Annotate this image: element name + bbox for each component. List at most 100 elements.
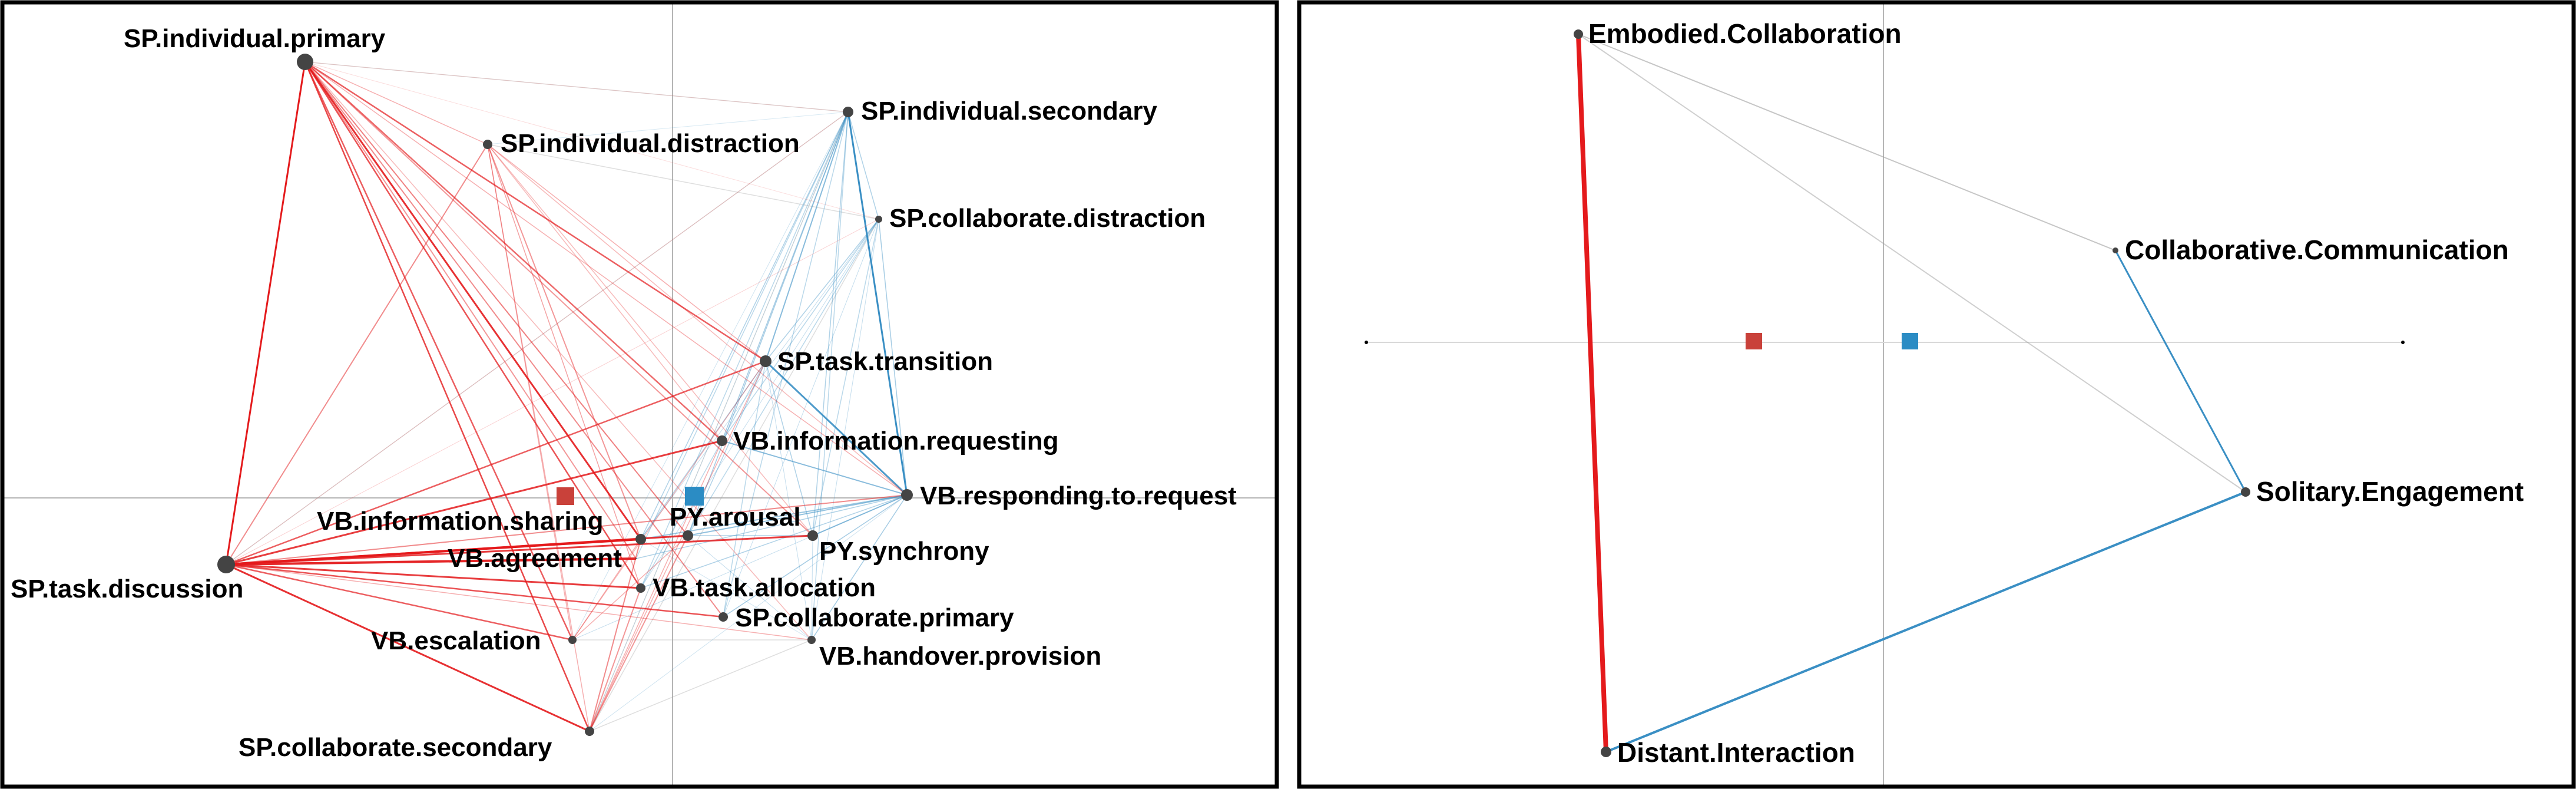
node-collaborative-communication (2113, 247, 2118, 253)
edge-red-sp-collaborate-secondary-to-vb-task-allocation (589, 587, 641, 732)
edge-red-sp-task-discussion-to-vb-agreement (226, 557, 637, 566)
edge-blue-sp-task-transition-to-py-synchrony (765, 361, 813, 536)
label-vb-information-sharing: VB.information.sharing (317, 507, 603, 536)
edge-grey-sp-task-discussion-to-sp-individual-secondary (226, 111, 849, 565)
label-collaborative-communication: Collaborative.Communication (2125, 235, 2509, 265)
node-sp-individual-secondary (843, 107, 853, 117)
edge-red-vb-escalation-to-vb-information-sharing (572, 539, 641, 641)
edge-red-sp-task-discussion-to-vb-task-allocation (226, 563, 641, 589)
node-vb-escalation (568, 636, 577, 644)
edge-embodied-collaboration-to-solitary-engagement (1578, 34, 2246, 493)
node-distant-interaction (1601, 747, 1611, 757)
left-panel-frame (0, 0, 1279, 789)
edge-blue-sp-individual-secondary-to-sp-collaborate-distraction (847, 111, 879, 220)
edge-blue-sp-task-transition-to-vb-handover-provision (765, 361, 812, 641)
label-solitary-engagement: Solitary.Engagement (2256, 476, 2524, 507)
edge-red-sp-individual-primary-to-vb-task-allocation (304, 61, 642, 589)
edge-red-sp-individual-primary-to-sp-collaborate-primary (304, 61, 724, 618)
node-embodied-collaboration (1574, 29, 1583, 39)
edge-red-vb-escalation-to-sp-task-transition (572, 361, 766, 641)
edge-red-sp-task-discussion-to-sp-individual-distraction (226, 144, 488, 565)
edge-red-sp-task-discussion-to-sp-collaborate-distraction (226, 219, 879, 565)
label-py-arousal: PY.arousal (670, 503, 801, 531)
edge-red-sp-collaborate-secondary-to-py-arousal (589, 535, 688, 732)
right-network-panel: Embodied.CollaborationCollaborative.Comm… (1297, 0, 2576, 789)
edge-blue-vb-responding-to-request-to-vb-information-requesting (721, 440, 908, 496)
edge-blue-sp-individual-secondary-to-py-arousal (687, 111, 849, 536)
edge-blue-sp-individual-secondary-to-vb-information-requesting (721, 111, 849, 441)
label-sp-collaborate-secondary: SP.collaborate.secondary (239, 733, 552, 762)
edge-red-sp-task-discussion-to-vb-handover-provision (226, 564, 812, 641)
edge-red-sp-individual-primary-to-sp-collaborate-secondary (304, 61, 591, 732)
label-vb-agreement: VB.agreement (448, 544, 622, 573)
edge-blue-sp-collaborate-distraction-to-py-arousal (687, 219, 879, 536)
edge-red-sp-task-discussion-to-vb-information-requesting (226, 440, 723, 566)
edge-grey-sp-individual-primary-to-sp-individual-secondary (304, 61, 849, 113)
edge-red-sp-task-discussion-to-sp-collaborate-secondary (226, 563, 590, 732)
edge-blue-sp-individual-secondary-to-sp-collaborate-secondary (589, 111, 849, 732)
edge-blue-vb-responding-to-request-to-py-arousal (687, 494, 908, 536)
edge-blue-sp-individual-distraction-to-sp-individual-secondary (487, 111, 849, 145)
edge-red-sp-task-discussion-to-sp-task-transition (226, 360, 766, 566)
edge-blue-vb-responding-to-request-to-sp-collaborate-secondary (589, 494, 908, 732)
edge-blue-sp-task-transition-to-sp-collaborate-primary (723, 361, 766, 618)
edge-blue-sp-individual-secondary-to-vb-handover-provision (811, 111, 849, 641)
edge-blue-sp-individual-secondary-to-vb-responding-to-request (847, 111, 908, 496)
label-sp-collaborate-primary: SP.collaborate.primary (735, 603, 1014, 632)
label-vb-handover-provision: VB.handover.provision (819, 642, 1101, 671)
edge-red-sp-individual-primary-to-sp-task-transition (304, 61, 766, 362)
edge-red-sp-individual-primary-to-sp-collaborate-distraction (304, 61, 879, 220)
node-py-arousal (683, 530, 693, 541)
label-sp-individual-distraction: SP.individual.distraction (501, 129, 800, 158)
edge-red-sp-task-discussion-to-sp-collaborate-primary (226, 563, 724, 618)
edge-blue-sp-task-transition-to-vb-responding-to-request (764, 360, 908, 496)
edge-embodied-collaboration-to-distant-interaction (1576, 34, 1608, 752)
label-sp-individual-secondary: SP.individual.secondary (861, 97, 1157, 126)
node-sp-individual-primary (297, 54, 313, 70)
edge-red-sp-task-discussion-to-sp-individual-secondary (226, 111, 849, 565)
edge-red-sp-individual-primary-to-vb-information-requesting (304, 61, 723, 441)
edge-grey-sp-collaborate-secondary-to-vb-handover-provision (589, 639, 812, 732)
edge-red-sp-individual-distraction-to-vb-information-requesting (487, 144, 723, 441)
edge-grey-sp-collaborate-secondary-to-sp-collaborate-distraction (589, 219, 879, 732)
edge-blue-sp-collaborate-distraction-to-vb-responding-to-request (878, 219, 908, 496)
edge-grey-sp-individual-distraction-to-sp-collaborate-distraction (487, 144, 879, 220)
edge-red-sp-task-discussion-to-py-arousal (226, 534, 688, 566)
right-blue-mean-marker (1902, 333, 1918, 349)
edge-blue-sp-collaborate-distraction-to-sp-task-transition (765, 219, 879, 362)
edge-red-sp-task-discussion-to-vb-responding-to-request (226, 494, 908, 565)
edge-red-sp-individual-primary-to-sp-task-discussion (225, 61, 306, 565)
right-labels: Embodied.CollaborationCollaborative.Comm… (1588, 18, 2524, 768)
node-sp-task-discussion (217, 556, 235, 573)
node-sp-task-transition (760, 355, 772, 367)
left-labels: SP.individual.primarySP.individual.distr… (11, 24, 1237, 762)
edge-blue-sp-collaborate-distraction-to-vb-information-requesting (721, 219, 879, 441)
label-sp-collaborate-distraction: SP.collaborate.distraction (889, 204, 1206, 233)
edge-blue-sp-individual-secondary-to-vb-information-sharing (640, 111, 849, 540)
left-edges (225, 61, 908, 732)
left-red-mean-marker (557, 487, 574, 505)
node-solitary-engagement (2241, 487, 2250, 497)
edge-blue-vb-handover-provision-to-vb-information-sharing (640, 539, 812, 641)
edge-blue-sp-individual-secondary-to-sp-collaborate-primary (723, 111, 849, 618)
label-vb-escalation: VB.escalation (371, 626, 541, 655)
edge-red-sp-collaborate-secondary-to-sp-task-transition (589, 361, 766, 732)
edge-blue-sp-collaborate-distraction-to-py-synchrony (812, 219, 879, 536)
edge-red-sp-individual-distraction-to-vb-responding-to-request (487, 144, 908, 496)
edge-red-sp-individual-primary-to-vb-handover-provision (304, 61, 812, 641)
edge-blue-sp-collaborate-distraction-to-sp-collaborate-primary (723, 219, 879, 618)
edge-blue-vb-responding-to-request-to-vb-escalation (572, 494, 908, 641)
edge-red-sp-individual-distraction-to-sp-collaborate-secondary (487, 144, 590, 732)
edge-red-vb-escalation-to-py-arousal (572, 535, 688, 641)
edge-blue-vb-responding-to-request-to-vb-agreement (635, 494, 908, 559)
node-sp-collaborate-primary (719, 612, 728, 622)
right-edges (1576, 34, 2247, 753)
edge-red-sp-individual-primary-to-py-arousal (304, 61, 688, 536)
label-sp-task-discussion: SP.task.discussion (11, 575, 243, 603)
edge-red-sp-individual-distraction-to-vb-escalation (487, 144, 573, 641)
label-embodied-collaboration: Embodied.Collaboration (1588, 18, 1902, 49)
node-vb-information-requesting (717, 435, 727, 446)
edge-blue-sp-collaborate-distraction-to-vb-information-sharing (640, 219, 879, 540)
edge-red-sp-individual-distraction-to-vb-information-sharing (487, 144, 641, 540)
